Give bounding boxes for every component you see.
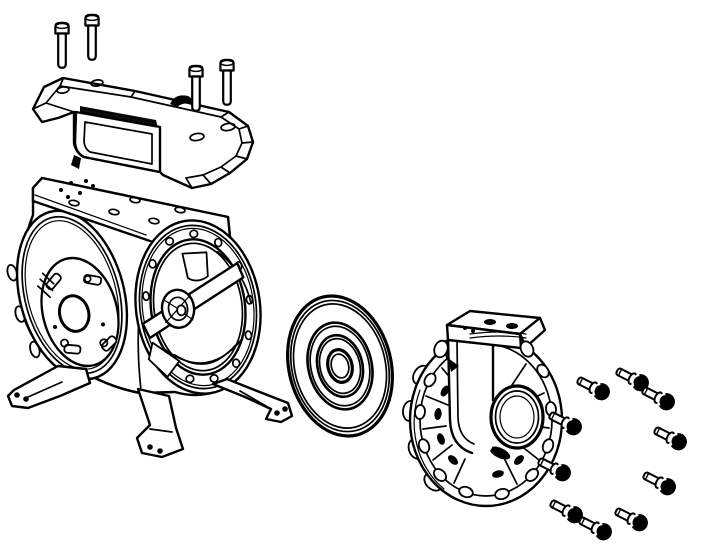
air-valve-cover <box>31 76 255 190</box>
fluid-head <box>402 309 564 508</box>
head-bolt <box>575 511 616 545</box>
leg-front-right <box>211 377 294 424</box>
head-bolt <box>650 421 691 455</box>
shaft-hole <box>57 294 91 333</box>
head-bolt <box>639 466 680 500</box>
pump-body <box>6 176 294 459</box>
chamber-wedge <box>147 341 181 378</box>
cover-port-block <box>71 106 162 174</box>
drive-hub <box>160 288 196 329</box>
head-top-pad <box>433 309 547 372</box>
diaphragm <box>286 294 394 438</box>
cover-bolt <box>219 58 235 106</box>
cover-bolt <box>54 21 70 69</box>
head-bolt <box>638 381 679 415</box>
leg-front-center <box>135 387 185 459</box>
chamber-bracket <box>181 251 209 282</box>
body-front-flange <box>134 219 262 395</box>
base-legs <box>6 364 294 459</box>
head-bolt <box>573 371 614 405</box>
cover-bolt <box>84 13 100 61</box>
head-bolt <box>611 502 652 536</box>
cover-hole <box>189 132 205 142</box>
cover-bolt <box>188 64 204 112</box>
head-channel <box>446 335 495 455</box>
head-center-boss <box>489 384 545 450</box>
body-bearing-plate <box>36 256 120 368</box>
cover-hole <box>56 86 70 94</box>
cover-port-shadow <box>170 95 194 107</box>
cover-hole <box>90 79 104 87</box>
cover-hole <box>220 122 236 132</box>
